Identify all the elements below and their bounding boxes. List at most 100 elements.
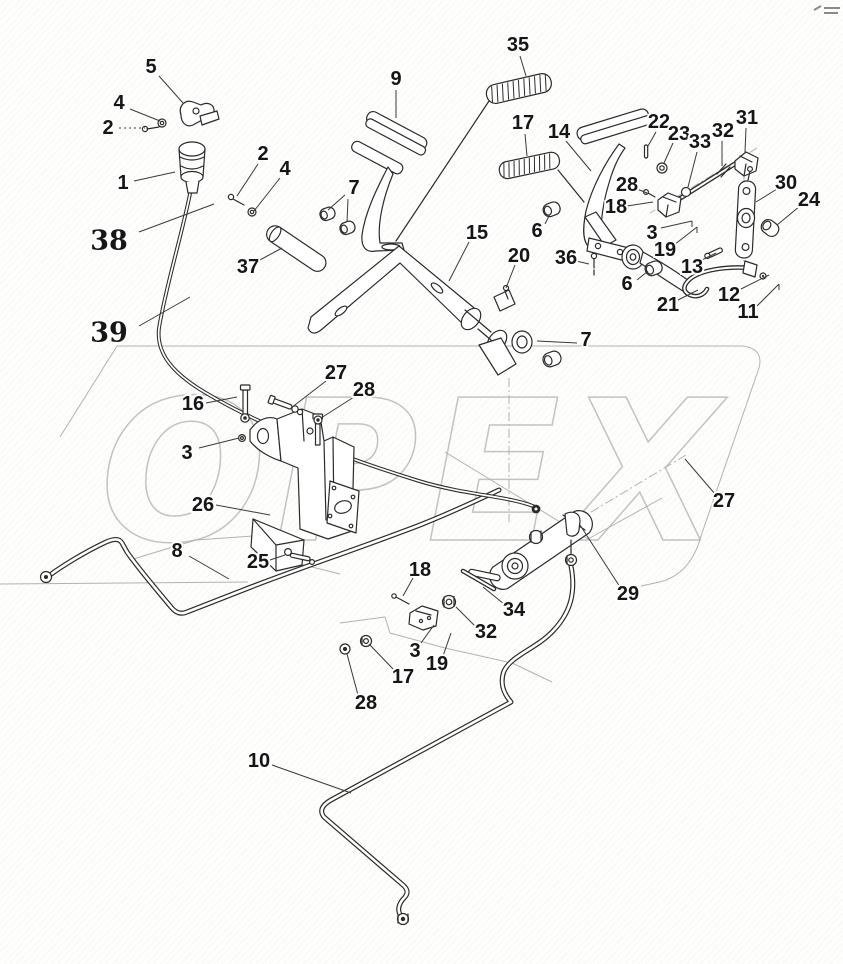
- clevis-pin-part-37: [266, 225, 327, 272]
- pin: [395, 596, 410, 605]
- callout-12-29: 12: [718, 284, 740, 306]
- leader-line-20-31: [505, 264, 516, 289]
- leader-line-3-23: [660, 220, 693, 229]
- callout-25-41: 25: [247, 551, 269, 573]
- mounting-bracket-assembly: [238, 384, 360, 572]
- bolt-part-28: [312, 413, 324, 446]
- leader-line-2-6: [236, 163, 259, 197]
- callout-21-28: 21: [657, 294, 679, 316]
- leader-line-33-15: [687, 151, 698, 188]
- return-spring-part-17: [498, 151, 585, 203]
- leader-line-28-50: [346, 653, 359, 696]
- trunnion: [742, 260, 758, 278]
- callout-1-3: 1: [117, 172, 128, 194]
- leader-line-30-18: [755, 188, 778, 203]
- support-bracket-part-26: [250, 518, 305, 572]
- washer-part-4: [247, 207, 257, 217]
- watermark: OPEX: [99, 5, 840, 588]
- leader-line-18-21: [626, 201, 654, 207]
- callout-2-2: 2: [102, 117, 113, 139]
- bolt-part-36: [590, 252, 598, 276]
- leader-line-5-0: [158, 75, 184, 104]
- leader-line-13-27: [699, 252, 717, 262]
- clutch-cable: [156, 192, 541, 514]
- callout-19-48: 19: [426, 653, 448, 675]
- leader-line-18-44: [402, 577, 414, 597]
- callout-17-11: 17: [512, 112, 534, 134]
- leader-line-22-13: [647, 131, 657, 147]
- bushing-part-24: [760, 218, 780, 238]
- callout-19-24: 19: [654, 239, 676, 261]
- leader-line-39-5: [138, 296, 191, 327]
- leader-line-28-20: [636, 188, 648, 194]
- nut-part-28: [339, 643, 351, 655]
- master-cylinder-assembly: [468, 510, 593, 590]
- leader-line-17-11: [524, 133, 528, 157]
- callout-3-47: 3: [409, 640, 420, 662]
- leader-line-15-32: [448, 241, 470, 282]
- bolt-part-2: [141, 125, 160, 133]
- callout-34-45: 34: [503, 599, 526, 621]
- leader-line-6-22: [544, 213, 551, 225]
- callout-4-7: 4: [279, 158, 291, 180]
- bolt-part-25: [284, 547, 316, 565]
- pushrod-assembly: [642, 144, 759, 218]
- callout-18-21: 18: [605, 196, 627, 218]
- callout-2-6: 2: [257, 143, 268, 165]
- clutch-pedal-part-9: [351, 110, 428, 252]
- callout-24-19: 24: [798, 189, 821, 211]
- callout-35-10: 35: [507, 34, 529, 56]
- leader-line-29-43: [579, 524, 621, 588]
- link-bar-part-30: [734, 166, 757, 259]
- leader-line-32-46: [455, 606, 477, 628]
- leader-line-25-41: [269, 554, 286, 561]
- callout-28-20: 28: [616, 174, 638, 196]
- callout-27-36: 27: [325, 362, 347, 384]
- callout-15-32: 15: [466, 222, 488, 244]
- leader-line-31-17: [744, 127, 747, 153]
- leader-line-34-45: [482, 586, 505, 605]
- callout-17-49: 17: [392, 666, 414, 688]
- callout-13-27: 13: [681, 256, 703, 278]
- bent-rod-part-21: [682, 247, 767, 299]
- leader-line-19-24: [673, 226, 698, 246]
- callout-7-33: 7: [580, 329, 591, 351]
- callout-7-34: 7: [348, 177, 359, 199]
- clevis-part-18: [657, 192, 682, 218]
- callout-30-18: 30: [775, 172, 797, 194]
- callout-28-37: 28: [353, 379, 375, 401]
- bolt-part-27: [267, 394, 304, 416]
- leader-line-21-28: [677, 289, 699, 301]
- leader-line-3-47: [420, 624, 435, 644]
- leader-line-14-12: [565, 140, 592, 172]
- stop-part-20: [493, 284, 516, 312]
- leader-line-7-34: [346, 198, 349, 223]
- gland-nut: [528, 529, 544, 545]
- callout-36-25: 36: [555, 247, 577, 269]
- callout-31-17: 31: [736, 107, 758, 129]
- bolt-part-2: [227, 193, 245, 206]
- callout-37-8: 37: [237, 256, 259, 278]
- pipe-part-10: [319, 563, 576, 926]
- pushrod-part-34: [460, 568, 497, 592]
- callout-10-51: 10: [248, 750, 270, 772]
- leader-line-23-14: [663, 142, 674, 164]
- bushing-part-6: [644, 260, 663, 277]
- bushing-part-7: [319, 206, 562, 368]
- leader-line-17-49: [368, 643, 395, 671]
- nut-part-33: [680, 186, 692, 198]
- leader-line-12-29: [738, 274, 770, 291]
- leader-lines: [119, 55, 801, 794]
- callout-32-46: 32: [475, 621, 497, 643]
- watermark-text: OPEX: [100, 359, 728, 587]
- leader-line-3-38: [198, 437, 240, 449]
- leader-line-7-34: [327, 194, 346, 211]
- callout-6-26: 6: [621, 273, 632, 295]
- leader-line-8-40: [188, 555, 230, 580]
- leader-line-11-30: [756, 283, 780, 307]
- callout-29-43: 29: [617, 583, 639, 605]
- callout-20-31: 20: [508, 245, 530, 267]
- leader-line-35-10: [519, 55, 527, 77]
- nut-part-17: [359, 634, 373, 648]
- callout-14-12: 14: [548, 121, 571, 143]
